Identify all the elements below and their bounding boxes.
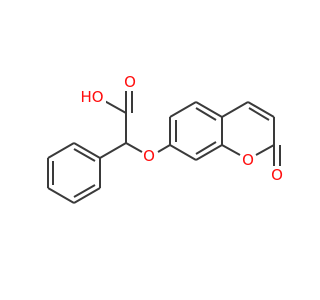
lactone-ring (221, 101, 281, 166)
lactone-carbonyl-oxygen-label: O (271, 166, 283, 184)
bond (247, 101, 275, 118)
ether-oxygen-label: O (143, 147, 155, 165)
double-bond-inner (248, 107, 270, 121)
bond (255, 144, 275, 156)
bond (169, 101, 197, 118)
bond (73, 142, 101, 159)
bond (47, 187, 75, 204)
double-bond-inner (73, 148, 96, 162)
bond (73, 187, 101, 204)
bond (195, 144, 223, 161)
hydroxyl-label: HO (80, 88, 103, 106)
bond (99, 142, 127, 159)
bond (169, 144, 197, 161)
ring-oxygen-label: O (242, 151, 254, 169)
chemical-structure: HO O O O O (47, 73, 283, 204)
bond (221, 144, 241, 156)
double-bond-inner (73, 184, 96, 198)
bond (221, 101, 249, 118)
double-bond-inner (195, 107, 217, 121)
carbonyl-oxygen-label: O (124, 73, 136, 91)
bond (125, 142, 143, 153)
phenyl-ring (47, 142, 101, 204)
bond (157, 144, 171, 153)
coumarin-benzene-ring (169, 101, 223, 161)
bond (195, 101, 223, 118)
acid-side-chain (99, 91, 171, 159)
bond (47, 142, 75, 159)
double-bond-inner (195, 141, 217, 155)
atom-labels: HO O O O O (80, 73, 283, 184)
